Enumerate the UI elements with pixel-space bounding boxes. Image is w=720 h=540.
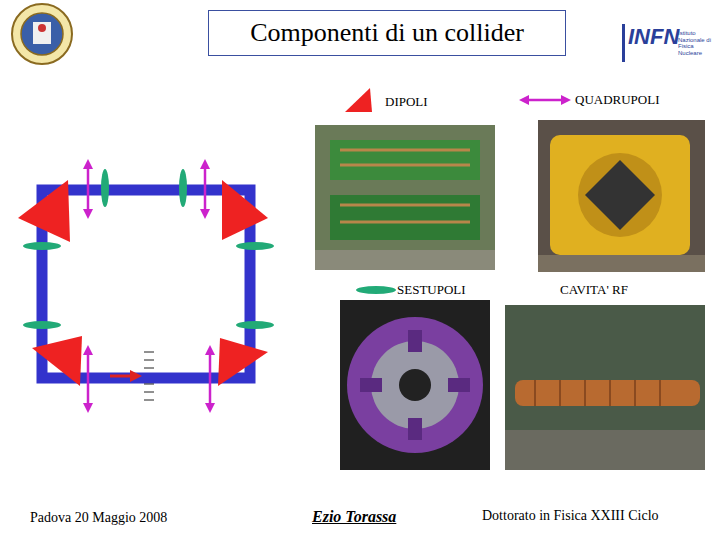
photo-caption: CAVITA' RF <box>560 282 628 298</box>
footer-date: Padova 20 Maggio 2008 <box>30 510 167 526</box>
sextupole-photo <box>340 300 490 470</box>
dipole-sample <box>345 88 372 112</box>
beam-bunch <box>110 352 154 400</box>
legend-label: DIPOLI <box>385 94 428 110</box>
university-logo <box>12 4 72 64</box>
footer-course: Dottorato in Fisica XXIII Ciclo <box>482 508 659 524</box>
rf-cavity-photo <box>505 305 705 470</box>
slide-title: Componenti di un collider <box>208 10 566 56</box>
footer-author: Ezio Torassa <box>312 508 396 526</box>
quadrupole-sample <box>524 99 566 102</box>
dipole-symbols <box>18 180 268 386</box>
legend-label: SESTUPOLI <box>397 282 466 298</box>
dipole-photo <box>315 125 495 270</box>
logo-subtitle: Istituto Nazionale di Fisica Nucleare <box>678 30 716 56</box>
sextupole-symbols <box>23 169 274 329</box>
quadrupole-photo <box>538 120 705 272</box>
legend-label: QUADRUPOLI <box>575 92 660 108</box>
sextupole-sample <box>356 286 396 294</box>
quadrupole-symbols <box>88 164 210 408</box>
infn-logo <box>622 24 625 62</box>
logo-text: INFN <box>628 24 679 50</box>
